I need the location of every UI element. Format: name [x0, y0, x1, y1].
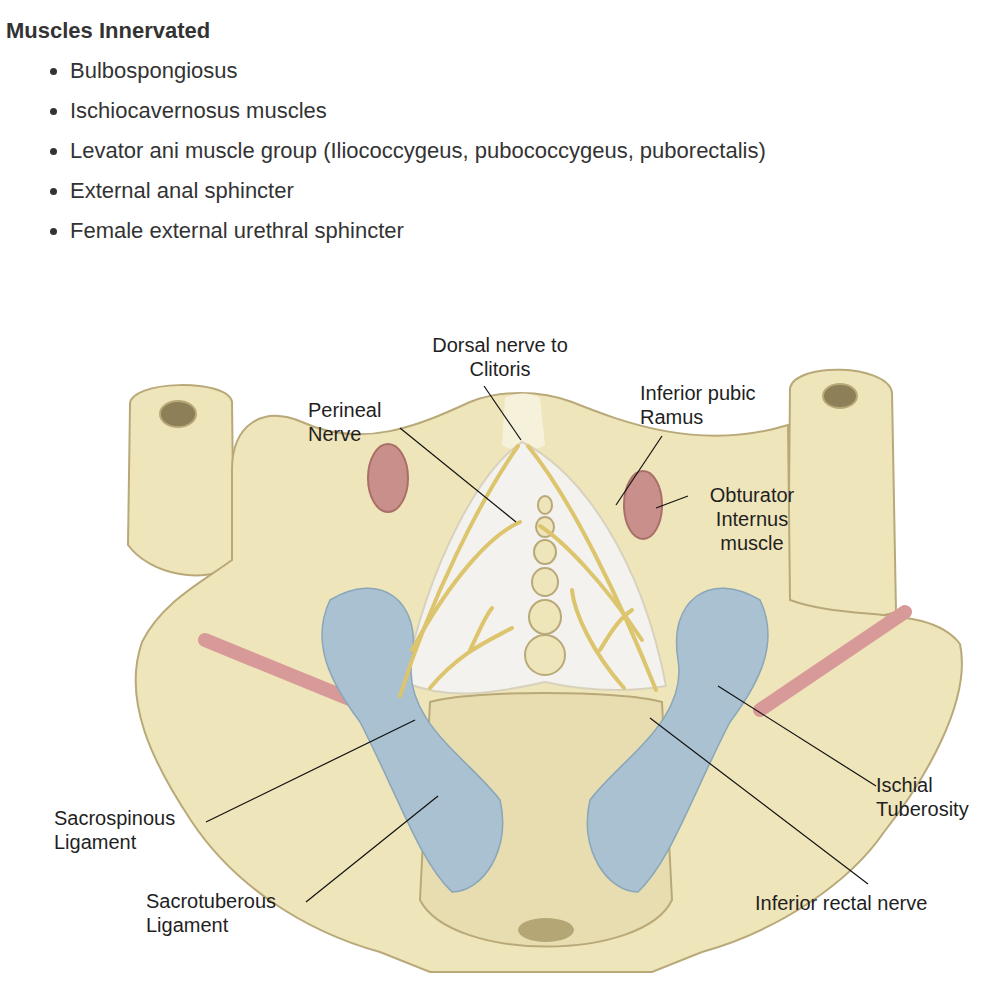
leader-line [400, 428, 516, 522]
ligaments [322, 588, 768, 892]
muscle-item: Bulbospongiosus [70, 58, 238, 84]
right-muscle-band [760, 612, 905, 710]
anatomy-label: Inferior rectal nerve [755, 891, 990, 915]
right-obturator-muscle [624, 471, 662, 539]
muscle-item: Levator ani muscle group (Iliococcygeus,… [70, 138, 766, 164]
anatomy-label: Inferior pubic Ramus [640, 381, 790, 429]
right-ligament [587, 588, 768, 892]
muscle-item: Ischiocavernosus muscles [70, 98, 327, 124]
muscle-item: External anal sphincter [70, 178, 294, 204]
sacral-foramen [518, 918, 574, 942]
heading: Muscles Innervated [6, 18, 210, 44]
right-perineal-branch [540, 526, 642, 640]
anatomy-label: Sacrospinous Ligament [54, 806, 206, 854]
right-rectal-branch [572, 590, 624, 688]
coccyx-segment [529, 600, 561, 634]
pelvic-outlet [404, 442, 666, 694]
leader-line [616, 436, 662, 505]
right-column-hole [823, 384, 857, 408]
left-pudendal-nerve [400, 446, 518, 696]
anatomy-label: Obturator Internus muscle [692, 483, 812, 555]
piriformis-bands [205, 612, 905, 710]
leader-line [306, 796, 438, 902]
left-column-hole [160, 401, 196, 427]
anatomy-label: Sacrotuberous Ligament [146, 889, 304, 937]
pelvis-bone [128, 370, 962, 972]
anatomy-label: Ischial Tuberosity [876, 773, 994, 821]
coccyx-segment [534, 540, 556, 564]
leader-line [484, 386, 521, 440]
left-obturator-muscle [368, 444, 408, 512]
left-rectal-twig [470, 608, 492, 650]
leader-line [206, 720, 415, 822]
leader-lines [206, 386, 876, 902]
anatomy-label: Perineal Nerve [308, 398, 408, 446]
coccyx-segment [532, 568, 558, 596]
left-ligament [322, 588, 503, 892]
anatomy-label: Dorsal nerve to Clitoris [410, 333, 590, 381]
nerves [400, 446, 656, 696]
coccyx-segment [525, 635, 565, 675]
left-femoral-column [128, 385, 234, 575]
leader-line [650, 718, 868, 884]
right-pudendal-nerve [528, 446, 656, 690]
pelvic-ring [136, 393, 962, 972]
muscle-item: Female external urethral sphincter [70, 218, 404, 244]
leader-line [718, 686, 876, 786]
right-rectal-twig [600, 610, 632, 650]
right-femoral-column [788, 370, 896, 618]
left-rectal-branch [430, 628, 512, 688]
leader-line [656, 496, 688, 508]
coccyx-segment [538, 496, 552, 514]
